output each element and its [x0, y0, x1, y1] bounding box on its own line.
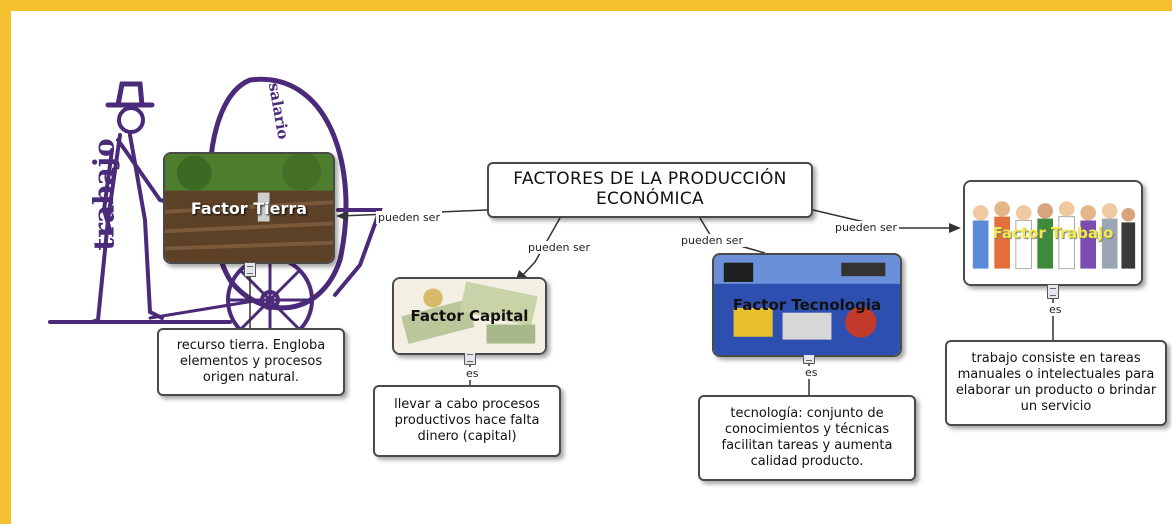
factor-tierra-title: Factor Tierra [190, 198, 308, 218]
factor-capital-node[interactable]: Factor Capital [392, 277, 547, 355]
link-label-es-tecnologia: es [803, 366, 820, 379]
link-label-tecnologia: pueden ser [679, 234, 745, 247]
resource-icon[interactable] [464, 350, 476, 365]
background-word-trabajo: trabajo [87, 138, 121, 251]
factor-capital-title: Factor Capital [410, 307, 529, 325]
central-title-line-1: FACTORES DE LA PRODUCCIÓN [513, 169, 787, 189]
factor-tecnologia-title: Factor Tecnologia [732, 296, 882, 314]
farm-field-image [165, 154, 333, 262]
arrow-head-icon [336, 211, 348, 221]
technology-image [714, 255, 900, 355]
link-label-trabajo: pueden ser [833, 221, 899, 234]
factor-capital-description[interactable]: llevar a cabo procesos productivos hace … [373, 385, 561, 457]
central-concept-node[interactable]: FACTORES DE LA PRODUCCIÓN ECONÓMICA [487, 162, 813, 218]
factor-trabajo-title: Factor Trabajo [992, 224, 1114, 242]
factor-tecnologia-node[interactable]: Factor Tecnologia [712, 253, 902, 357]
link-label-es-trabajo: es [1047, 303, 1064, 316]
link-label-es-capital: es [464, 367, 481, 380]
resource-icon[interactable] [1047, 284, 1059, 299]
workers-image [965, 182, 1141, 284]
factor-tecnologia-description[interactable]: tecnología: conjunto de conocimientos y … [698, 395, 916, 481]
arrow-head-icon [949, 223, 961, 233]
factor-tierra-node[interactable]: Factor Tierra [163, 152, 335, 264]
resource-icon[interactable] [244, 262, 256, 277]
central-title-line-2: ECONÓMICA [596, 189, 704, 209]
link-label-capital: pueden ser [526, 241, 592, 254]
link-label-tierra: pueden ser [376, 211, 442, 224]
money-image [394, 279, 545, 353]
factor-trabajo-description[interactable]: trabajo consiste en tareas manuales o in… [945, 340, 1167, 426]
link-central-capital [517, 217, 561, 281]
factor-trabajo-node[interactable]: Factor Trabajo [963, 180, 1143, 286]
factor-tierra-description[interactable]: recurso tierra. Engloba elementos y proc… [157, 328, 345, 396]
